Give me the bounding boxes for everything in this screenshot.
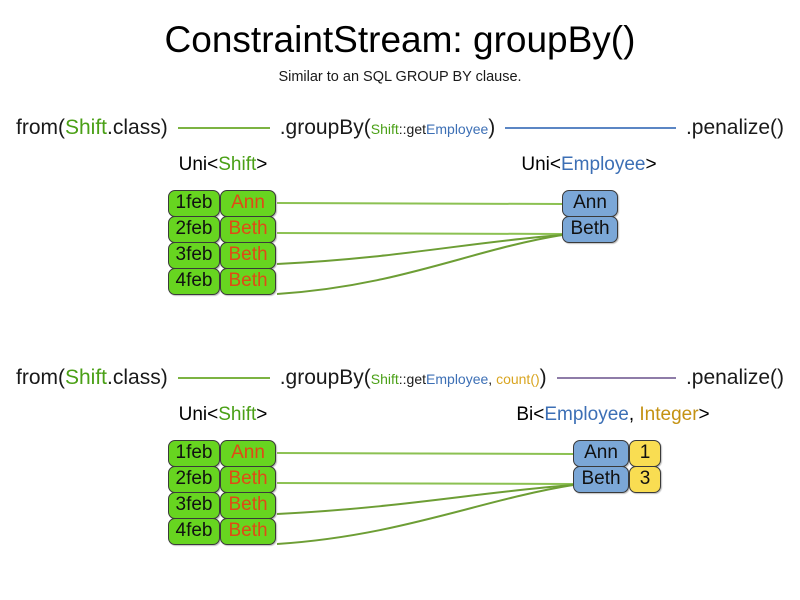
lambda-method-1: ::get — [398, 120, 427, 137]
penalize-expression-2: .penalize() — [685, 366, 784, 389]
type-prefix: Bi< — [516, 404, 545, 425]
shift-employee: Ann — [220, 440, 276, 467]
type-param-2: Integer — [639, 404, 699, 425]
shift-date: 4feb — [168, 268, 220, 295]
link-shift-3feb-to-beth — [276, 234, 563, 265]
type-param: Shift — [218, 154, 257, 175]
connector-groupby-to-penalize-2 — [556, 377, 676, 379]
shift-date: 2feb — [168, 216, 220, 243]
shift-fact-list-2: 1feb Ann 2feb Beth 3feb Beth 4feb Beth — [168, 440, 276, 545]
group-employee: Beth — [573, 466, 629, 493]
shift-employee: Beth — [220, 466, 276, 493]
type-param-1: Employee — [544, 404, 629, 425]
link-shift-1feb-to-ann — [276, 202, 563, 205]
link-shift-4feb-to-beth — [276, 234, 563, 295]
shift-employee: Beth — [220, 268, 276, 295]
connector-groupby-to-penalize-1 — [505, 127, 676, 129]
groupby-expression-2: .groupBy(Shift::getEmployee, count()) — [280, 363, 547, 394]
collector-count-2: count() — [496, 370, 540, 387]
page-subtitle: Similar to an SQL GROUP BY clause. — [278, 69, 522, 85]
pipeline-line-2: from(Shift.class) .groupBy(Shift::getEmp… — [0, 363, 800, 393]
lambda-property-2: Employee — [426, 370, 489, 387]
from-expression-1: from(Shift.class) — [0, 113, 168, 143]
type-suffix: > — [698, 404, 710, 425]
pipeline-line-1: from(Shift.class) .groupBy(Shift::getEmp… — [0, 113, 800, 143]
shift-date: 1feb — [168, 190, 220, 217]
from-suffix-2: .class) — [107, 366, 168, 389]
lambda-separator-2: , — [488, 370, 497, 387]
shift-date: 4feb — [168, 518, 220, 545]
type-prefix: Uni< — [178, 404, 219, 425]
groupby-prefix-2: .groupBy( — [279, 365, 371, 389]
from-suffix-1: .class) — [107, 116, 168, 139]
type-param: Shift — [218, 404, 257, 425]
table-row[interactable]: 3feb Beth — [168, 492, 276, 519]
shift-date: 1feb — [168, 440, 220, 467]
group-employee: Beth — [562, 216, 618, 243]
groupby-suffix-2: ) — [539, 365, 547, 389]
table-row[interactable]: 2feb Beth — [168, 466, 276, 493]
groupby-prefix-1: .groupBy( — [279, 115, 371, 139]
connector-from-to-groupby-2 — [177, 377, 270, 379]
lambda-class-2: Shift — [370, 370, 399, 387]
from-prefix-1: from( — [16, 116, 65, 139]
type-param: Employee — [561, 154, 646, 175]
employee-group-list-1: Ann Beth — [562, 190, 618, 243]
stream-type-right-2: Bi<Employee, Integer> — [516, 403, 709, 427]
group-count: 1 — [629, 440, 661, 467]
penalize-expression-1: .penalize() — [685, 116, 784, 139]
link-shift-3feb-to-beth-2 — [276, 484, 574, 515]
table-row[interactable]: 1feb Ann — [168, 440, 276, 467]
stream-type-left-1: Uni<Shift> — [179, 153, 268, 177]
group-employee: Ann — [562, 190, 618, 217]
type-suffix: > — [645, 154, 657, 175]
groupby-suffix-1: ) — [488, 115, 496, 139]
table-row[interactable]: 2feb Beth — [168, 216, 276, 243]
from-prefix-2: from( — [16, 366, 65, 389]
type-prefix: Uni< — [178, 154, 219, 175]
type-prefix: Uni< — [521, 154, 561, 175]
shift-fact-list-1: 1feb Ann 2feb Beth 3feb Beth 4feb Beth — [168, 190, 276, 295]
shift-employee: Beth — [220, 216, 276, 243]
table-row[interactable]: Ann 1 — [573, 440, 661, 467]
table-row[interactable]: 3feb Beth — [168, 242, 276, 269]
lambda-class-1: Shift — [370, 120, 399, 137]
table-row[interactable]: 4feb Beth — [168, 518, 276, 545]
lambda-method-2: ::get — [398, 370, 427, 387]
shift-employee: Beth — [220, 518, 276, 545]
from-expression-2: from(Shift.class) — [0, 363, 168, 393]
shift-employee: Beth — [220, 492, 276, 519]
shift-date: 2feb — [168, 466, 220, 493]
from-class-2: Shift — [65, 366, 108, 389]
link-shift-4feb-to-beth-2 — [276, 484, 574, 545]
shift-date: 3feb — [168, 492, 220, 519]
table-row[interactable]: Beth — [562, 216, 618, 243]
table-row[interactable]: 4feb Beth — [168, 268, 276, 295]
link-shift-1feb-to-ann-2 — [276, 452, 574, 455]
table-row[interactable]: 1feb Ann — [168, 190, 276, 217]
stream-type-right-1: Uni<Employee> — [521, 153, 656, 177]
shift-date: 3feb — [168, 242, 220, 269]
type-suffix: > — [256, 154, 268, 175]
stream-type-left-2: Uni<Shift> — [179, 403, 268, 427]
shift-employee: Ann — [220, 190, 276, 217]
group-employee: Ann — [573, 440, 629, 467]
groupby-expression-1: .groupBy(Shift::getEmployee) — [280, 113, 496, 144]
lambda-property-1: Employee — [426, 120, 489, 137]
page-title: ConstraintStream: groupBy() — [164, 19, 636, 60]
type-suffix: > — [256, 404, 268, 425]
group-count: 3 — [629, 466, 661, 493]
link-shift-2feb-to-beth-2 — [276, 482, 574, 485]
link-shift-2feb-to-beth — [276, 232, 563, 235]
table-row[interactable]: Ann — [562, 190, 618, 217]
from-class-1: Shift — [65, 116, 108, 139]
shift-employee: Beth — [220, 242, 276, 269]
type-separator: , — [628, 404, 640, 425]
connector-from-to-groupby-1 — [177, 127, 270, 129]
table-row[interactable]: Beth 3 — [573, 466, 661, 493]
employee-group-list-2: Ann 1 Beth 3 — [573, 440, 661, 493]
